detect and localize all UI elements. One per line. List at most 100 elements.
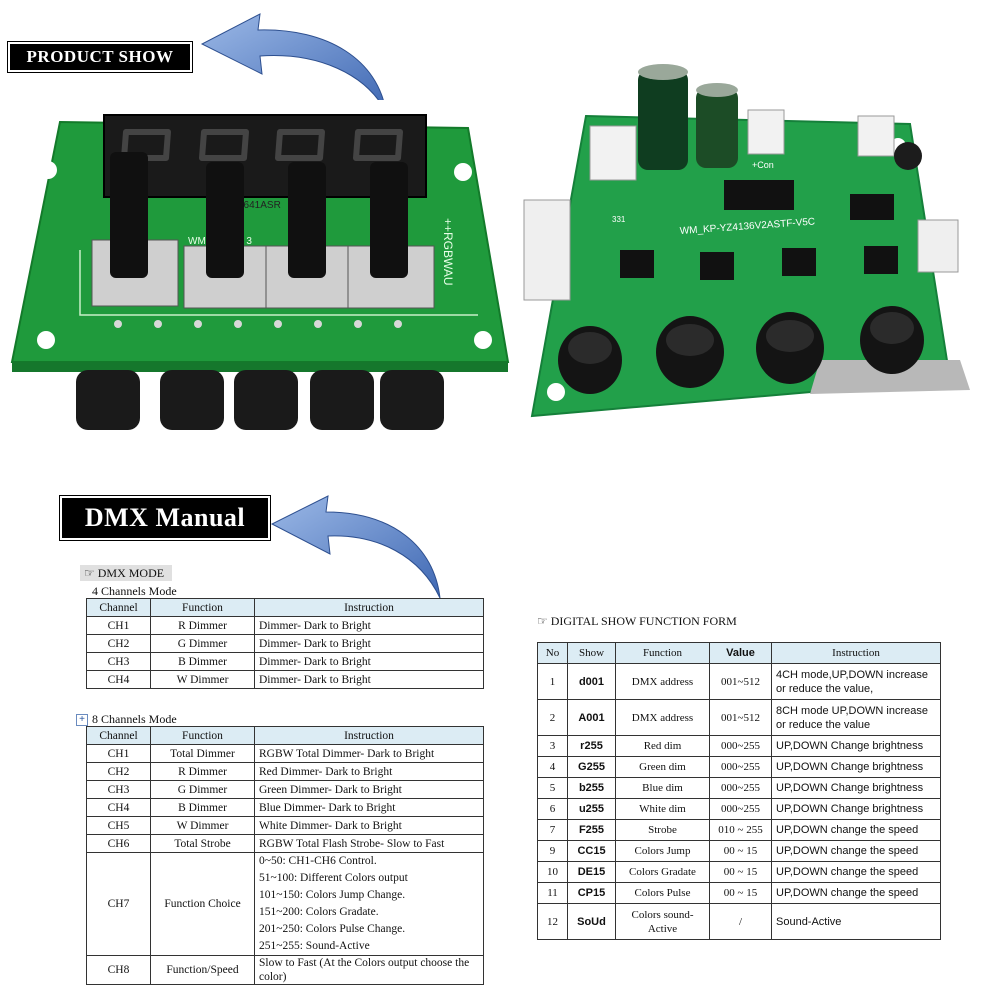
table-cell: 000~255 (709, 777, 772, 799)
table-header: Function (150, 726, 255, 745)
table-cell: Dimmer- Dark to Bright (254, 652, 484, 671)
table-cell: RGBW Total Dimmer- Dark to Bright (254, 744, 484, 763)
table-header: Instruction (254, 598, 484, 617)
table-cell: UP,DOWN Change brightness (771, 735, 941, 757)
table-header: Instruction (254, 726, 484, 745)
table-cell: UP,DOWN Change brightness (771, 756, 941, 778)
table-cell: Green Dimmer- Dark to Bright (254, 780, 484, 799)
table-header: Show (567, 642, 616, 664)
show-code: F255 (567, 819, 616, 841)
show-code: b255 (567, 777, 616, 799)
table-cell: CH2 (86, 634, 151, 653)
table-cell: 00 ~ 15 (709, 861, 772, 883)
function-choice-line: 201~250: Colors Pulse Change. (259, 923, 406, 935)
table-cell: UP,DOWN change the speed (771, 840, 941, 862)
table-header: Channel (86, 726, 151, 745)
table-cell: UP,DOWN change the speed (771, 861, 941, 883)
table-cell: Colors Gradate (615, 861, 710, 883)
show-code: G255 (567, 756, 616, 778)
connector-silk-text: +Con (752, 160, 774, 170)
show-code: A001 (567, 699, 616, 736)
table-cell: CH5 (86, 816, 151, 835)
display-marking-text: 5641ASR (238, 200, 281, 211)
table-cell: Dimmer- Dark to Bright (254, 670, 484, 689)
table-cell: CH4 (86, 670, 151, 689)
function-choice-line: 101~150: Colors Jump Change. (259, 889, 406, 901)
table-cell: Strobe (615, 819, 710, 841)
expand-icon[interactable]: + (76, 714, 88, 726)
table-cell: 001~512 (709, 663, 772, 700)
table-cell: 7 (537, 819, 568, 841)
table-cell: UP,DOWN change the speed (771, 819, 941, 841)
table-cell: CH2 (86, 762, 151, 781)
table-cell: 000~255 (709, 798, 772, 820)
table-cell: DMX address (615, 663, 710, 700)
show-code: CC15 (567, 840, 616, 862)
table-cell: UP,DOWN change the speed (771, 882, 941, 904)
key-silk-text: ++RGBWAU (441, 218, 455, 286)
table-cell: CH3 (86, 652, 151, 671)
table-cell: R Dimmer (150, 762, 255, 781)
table-cell: CH3 (86, 780, 151, 799)
table-cell: CH1 (86, 616, 151, 635)
product-show-label: PRODUCT SHOW (8, 42, 192, 72)
8-channel-mode-title: 8 Channels Mode (92, 712, 177, 726)
table-cell: 1 (537, 663, 568, 700)
show-code: d001 (567, 663, 616, 700)
table-cell: Blue dim (615, 777, 710, 799)
table-cell: 12 (537, 903, 568, 940)
table-cell: Colors Jump (615, 840, 710, 862)
table-cell: W Dimmer (150, 670, 255, 689)
table-cell: B Dimmer (150, 652, 255, 671)
show-code: r255 (567, 735, 616, 757)
digital-show-heading: ☞ DIGITAL SHOW FUNCTION FORM (537, 614, 737, 628)
function-choice-line: 151~200: Colors Gradate. (259, 906, 379, 918)
table-cell: White dim (615, 798, 710, 820)
table-cell: R Dimmer (150, 616, 255, 635)
function-choice-line: 251~255: Sound-Active (259, 940, 370, 952)
table-cell: Sound-Active (771, 903, 941, 940)
dmx-manual-label: DMX Manual (60, 496, 270, 540)
show-code: SoUd (567, 903, 616, 940)
table-cell: UP,DOWN Change brightness (771, 798, 941, 820)
table-cell: Colors Pulse (615, 882, 710, 904)
table-cell: 6 (537, 798, 568, 820)
show-code: DE15 (567, 861, 616, 883)
table-cell: 10 (537, 861, 568, 883)
table-cell: 4CH mode,UP,DOWN increase or reduce the … (771, 663, 941, 700)
table-cell: CH7 (86, 852, 151, 956)
table-cell: 8CH mode UP,DOWN increase or reduce the … (771, 699, 941, 736)
table-header: Channel (86, 598, 151, 617)
table-cell: 5 (537, 777, 568, 799)
table-header: Instruction (771, 642, 941, 664)
table-cell: Red Dimmer- Dark to Bright (254, 762, 484, 781)
curved-arrow-icon (200, 13, 387, 113)
table-cell: Slow to Fast (At the Colors output choos… (254, 955, 484, 985)
table-cell: Function/Speed (150, 955, 255, 985)
dmx-mode-heading: ☞ DMX MODE (80, 565, 173, 581)
table-cell: 11 (537, 882, 568, 904)
show-code: CP15 (567, 882, 616, 904)
driver-board-photo: WM_KP-YZ4136V2ASTF-V5C +Con 331 (520, 60, 980, 420)
table-cell: White Dimmer- Dark to Bright (254, 816, 484, 835)
table-cell: Function Choice (150, 852, 255, 956)
table-cell: 4 (537, 756, 568, 778)
table-header: Function (150, 598, 255, 617)
